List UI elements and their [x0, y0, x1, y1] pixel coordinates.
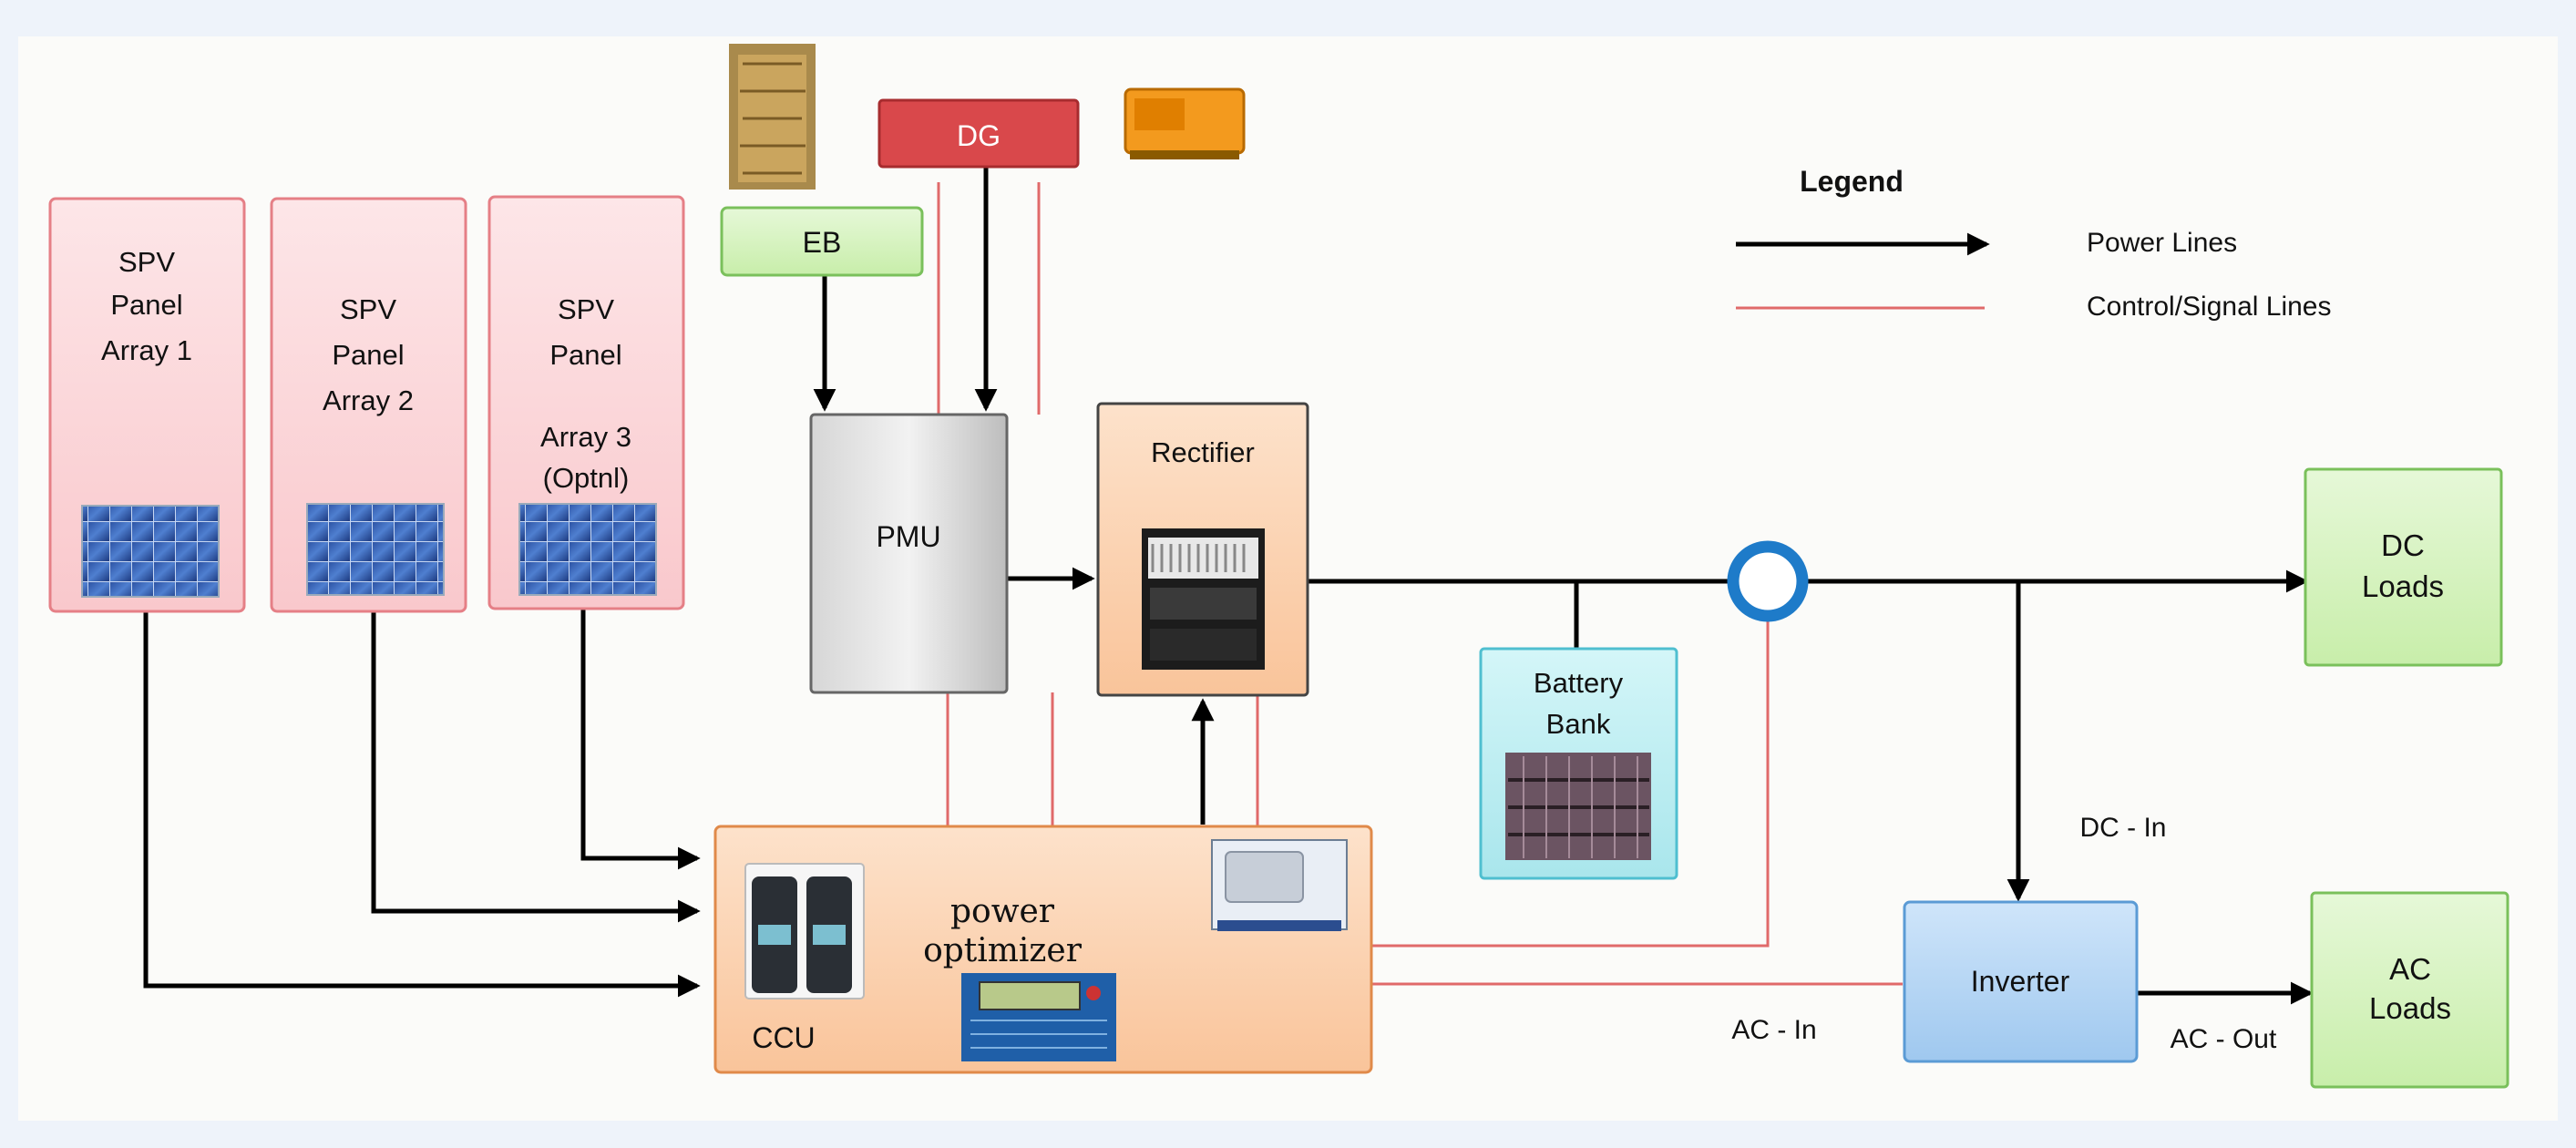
spv-array-2: SPV Panel Array 2	[270, 197, 467, 613]
legend-power-lines-label: Power Lines	[2087, 228, 2237, 258]
solar-panel-icon	[81, 505, 220, 598]
spv-array-3-line2: Panel	[549, 339, 621, 371]
ccu-label: CCU	[752, 1021, 815, 1054]
spv-array-1-line3: Array 1	[101, 334, 192, 366]
spv-array-2-line1: SPV	[340, 293, 396, 325]
ac-in-label: AC - In	[1731, 1015, 1816, 1045]
ccu-block: power optimizer CCU	[713, 825, 1373, 1074]
power-line-array3	[580, 609, 701, 870]
ac-loads-line1: AC	[2389, 952, 2431, 986]
battery-rack-icon	[1505, 753, 1651, 860]
spv-array-1-line1: SPV	[118, 246, 175, 278]
spv-array-1: SPV Panel Array 1	[48, 197, 246, 613]
power-lines	[143, 167, 2314, 1005]
ac-loads-block: AC Loads	[2310, 891, 2509, 1089]
charge-controller-icon	[744, 863, 865, 999]
ac-out-label: AC - Out	[2171, 1024, 2277, 1054]
control-board-icon	[961, 973, 1116, 1061]
generator-icon	[1124, 87, 1246, 159]
power-optimizer-line1: power	[950, 893, 1055, 930]
current-sensor-icon	[1727, 540, 1809, 622]
solar-panel-icon	[306, 503, 445, 596]
dc-in-label: DC - In	[2079, 813, 2166, 843]
battery-bank-block: Battery Bank	[1479, 647, 1678, 880]
power-line-array1	[143, 612, 701, 998]
grid-tower-photo	[729, 44, 816, 190]
spv-array-2-line3: Array 2	[323, 384, 414, 416]
ac-loads-line2: Loads	[2369, 991, 2451, 1025]
power-line-array2	[371, 612, 701, 923]
battery-line2: Bank	[1546, 708, 1611, 740]
legend-control-lines-label: Control/Signal Lines	[2087, 292, 2332, 322]
spv-array-3-line4: (Optnl)	[543, 462, 630, 494]
spv-array-3-line3: Array 3	[540, 421, 631, 453]
spv-array-3: SPV Panel Array 3 (Optnl)	[487, 195, 685, 610]
rectifier-label: Rectifier	[1151, 436, 1255, 468]
dg-label: DG	[957, 119, 1001, 152]
solar-panel-icon	[518, 503, 657, 596]
spv-array-1-line2: Panel	[110, 289, 182, 321]
spv-array-3-line1: SPV	[558, 293, 614, 325]
legend-title: Legend	[1800, 165, 1904, 198]
eb-block: EB	[720, 206, 924, 277]
battery-line1: Battery	[1534, 667, 1624, 699]
dc-loads-line1: DC	[2381, 528, 2425, 562]
inverter-label: Inverter	[1971, 965, 2070, 998]
rectifier-unit-icon	[1142, 528, 1265, 670]
pmu-label: PMU	[876, 520, 940, 553]
legend: Legend Power Lines Control/Signal Lines	[1736, 165, 2332, 322]
control-line-ccu-sensor	[1371, 601, 1770, 948]
dc-loads-block: DC Loads	[2304, 467, 2503, 667]
inverter-block: Inverter	[1903, 900, 2139, 1063]
gprs-modem-icon	[1211, 839, 1348, 931]
pmu-block: PMU	[809, 413, 1009, 694]
spv-array-2-line2: Panel	[332, 339, 404, 371]
rectifier-block: Rectifier	[1096, 402, 1309, 697]
eb-label: EB	[803, 226, 842, 259]
dg-block: DG	[877, 98, 1080, 169]
control-lines	[937, 182, 1903, 986]
dc-loads-line2: Loads	[2362, 569, 2444, 603]
power-optimizer-line2: optimizer	[923, 932, 1083, 969]
